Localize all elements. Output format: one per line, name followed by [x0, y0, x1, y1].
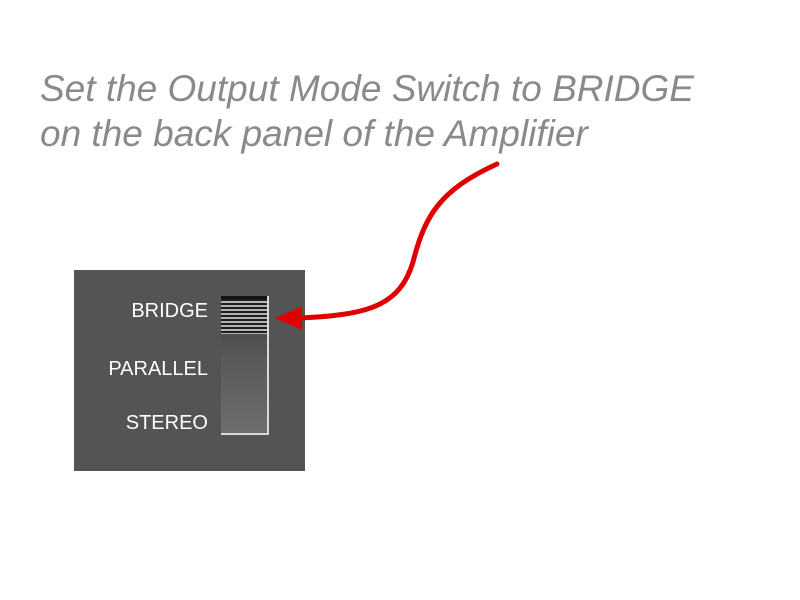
arrow-curve	[297, 161, 500, 321]
mode-label-parallel: PARALLEL	[108, 358, 208, 380]
switch-knob[interactable]	[221, 296, 267, 334]
instruction-line-2: on the back panel of the Amplifier	[40, 113, 588, 154]
arrow-head-icon	[275, 306, 302, 330]
mode-label-bridge: BRIDGE	[131, 300, 208, 322]
output-mode-switch[interactable]	[221, 296, 269, 435]
mode-label-stereo: STEREO	[125, 412, 208, 434]
amplifier-back-panel: BRIDGE PARALLEL STEREO	[74, 270, 305, 471]
instruction-line-1: Set the Output Mode Switch to BRIDGE	[40, 68, 694, 109]
instruction-text: Set the Output Mode Switch to BRIDGE on …	[40, 66, 780, 156]
